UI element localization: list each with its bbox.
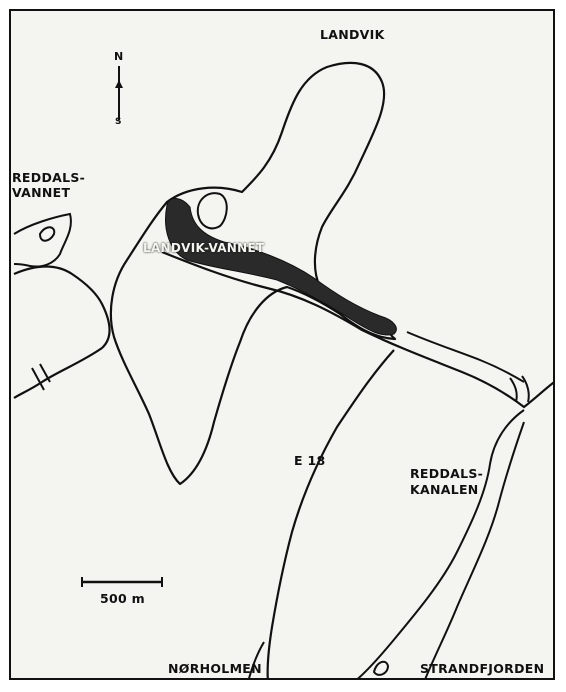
map-frame: LANDVIK N S REDDALS- VANNET LANDVIK-VANN… [9, 9, 555, 680]
road-west-crossing [31, 363, 51, 391]
reddalskanalen-east-bank [424, 421, 525, 678]
reddalskanalen-label-line1: REDDALS- [410, 466, 484, 481]
north-arrow-s-label: S [115, 117, 122, 127]
reddalsvannet-label-line1: REDDALS- [12, 170, 86, 185]
landvik-label: LANDVIK [320, 27, 385, 42]
norholmen-label: NØRHOLMEN [168, 661, 262, 676]
landvikvannet-lake-outline [109, 61, 397, 486]
strandfjorden-label: STRANDFJORDEN [420, 661, 545, 676]
north-arrow-head [115, 80, 123, 88]
reddalsvannet-islet [38, 226, 56, 242]
reddalskanalen-label-line2: KANALEN [410, 482, 479, 497]
e18-label: E 18 [294, 453, 326, 468]
reddalsvannet-shoreline [13, 212, 72, 268]
reddalskanalen-west-bank [357, 409, 525, 678]
scale-bar-label: 500 m [100, 591, 145, 606]
landvikvannet-label: LANDVIK-VANNET [143, 241, 265, 255]
road-east-crossing [509, 375, 530, 403]
road-west [13, 265, 111, 399]
road-east-branch [406, 331, 525, 383]
island-outline [196, 192, 228, 230]
strandfjorden-islet [372, 660, 390, 676]
reddalsvannet-label-line2: VANNET [12, 185, 71, 200]
shaded-deposit-area [165, 198, 397, 336]
road-e18 [266, 349, 395, 678]
norholmen-shore [248, 641, 265, 678]
north-arrow-n-label: N [114, 50, 124, 63]
road-north-shore [161, 250, 553, 409]
map-canvas [13, 61, 553, 678]
